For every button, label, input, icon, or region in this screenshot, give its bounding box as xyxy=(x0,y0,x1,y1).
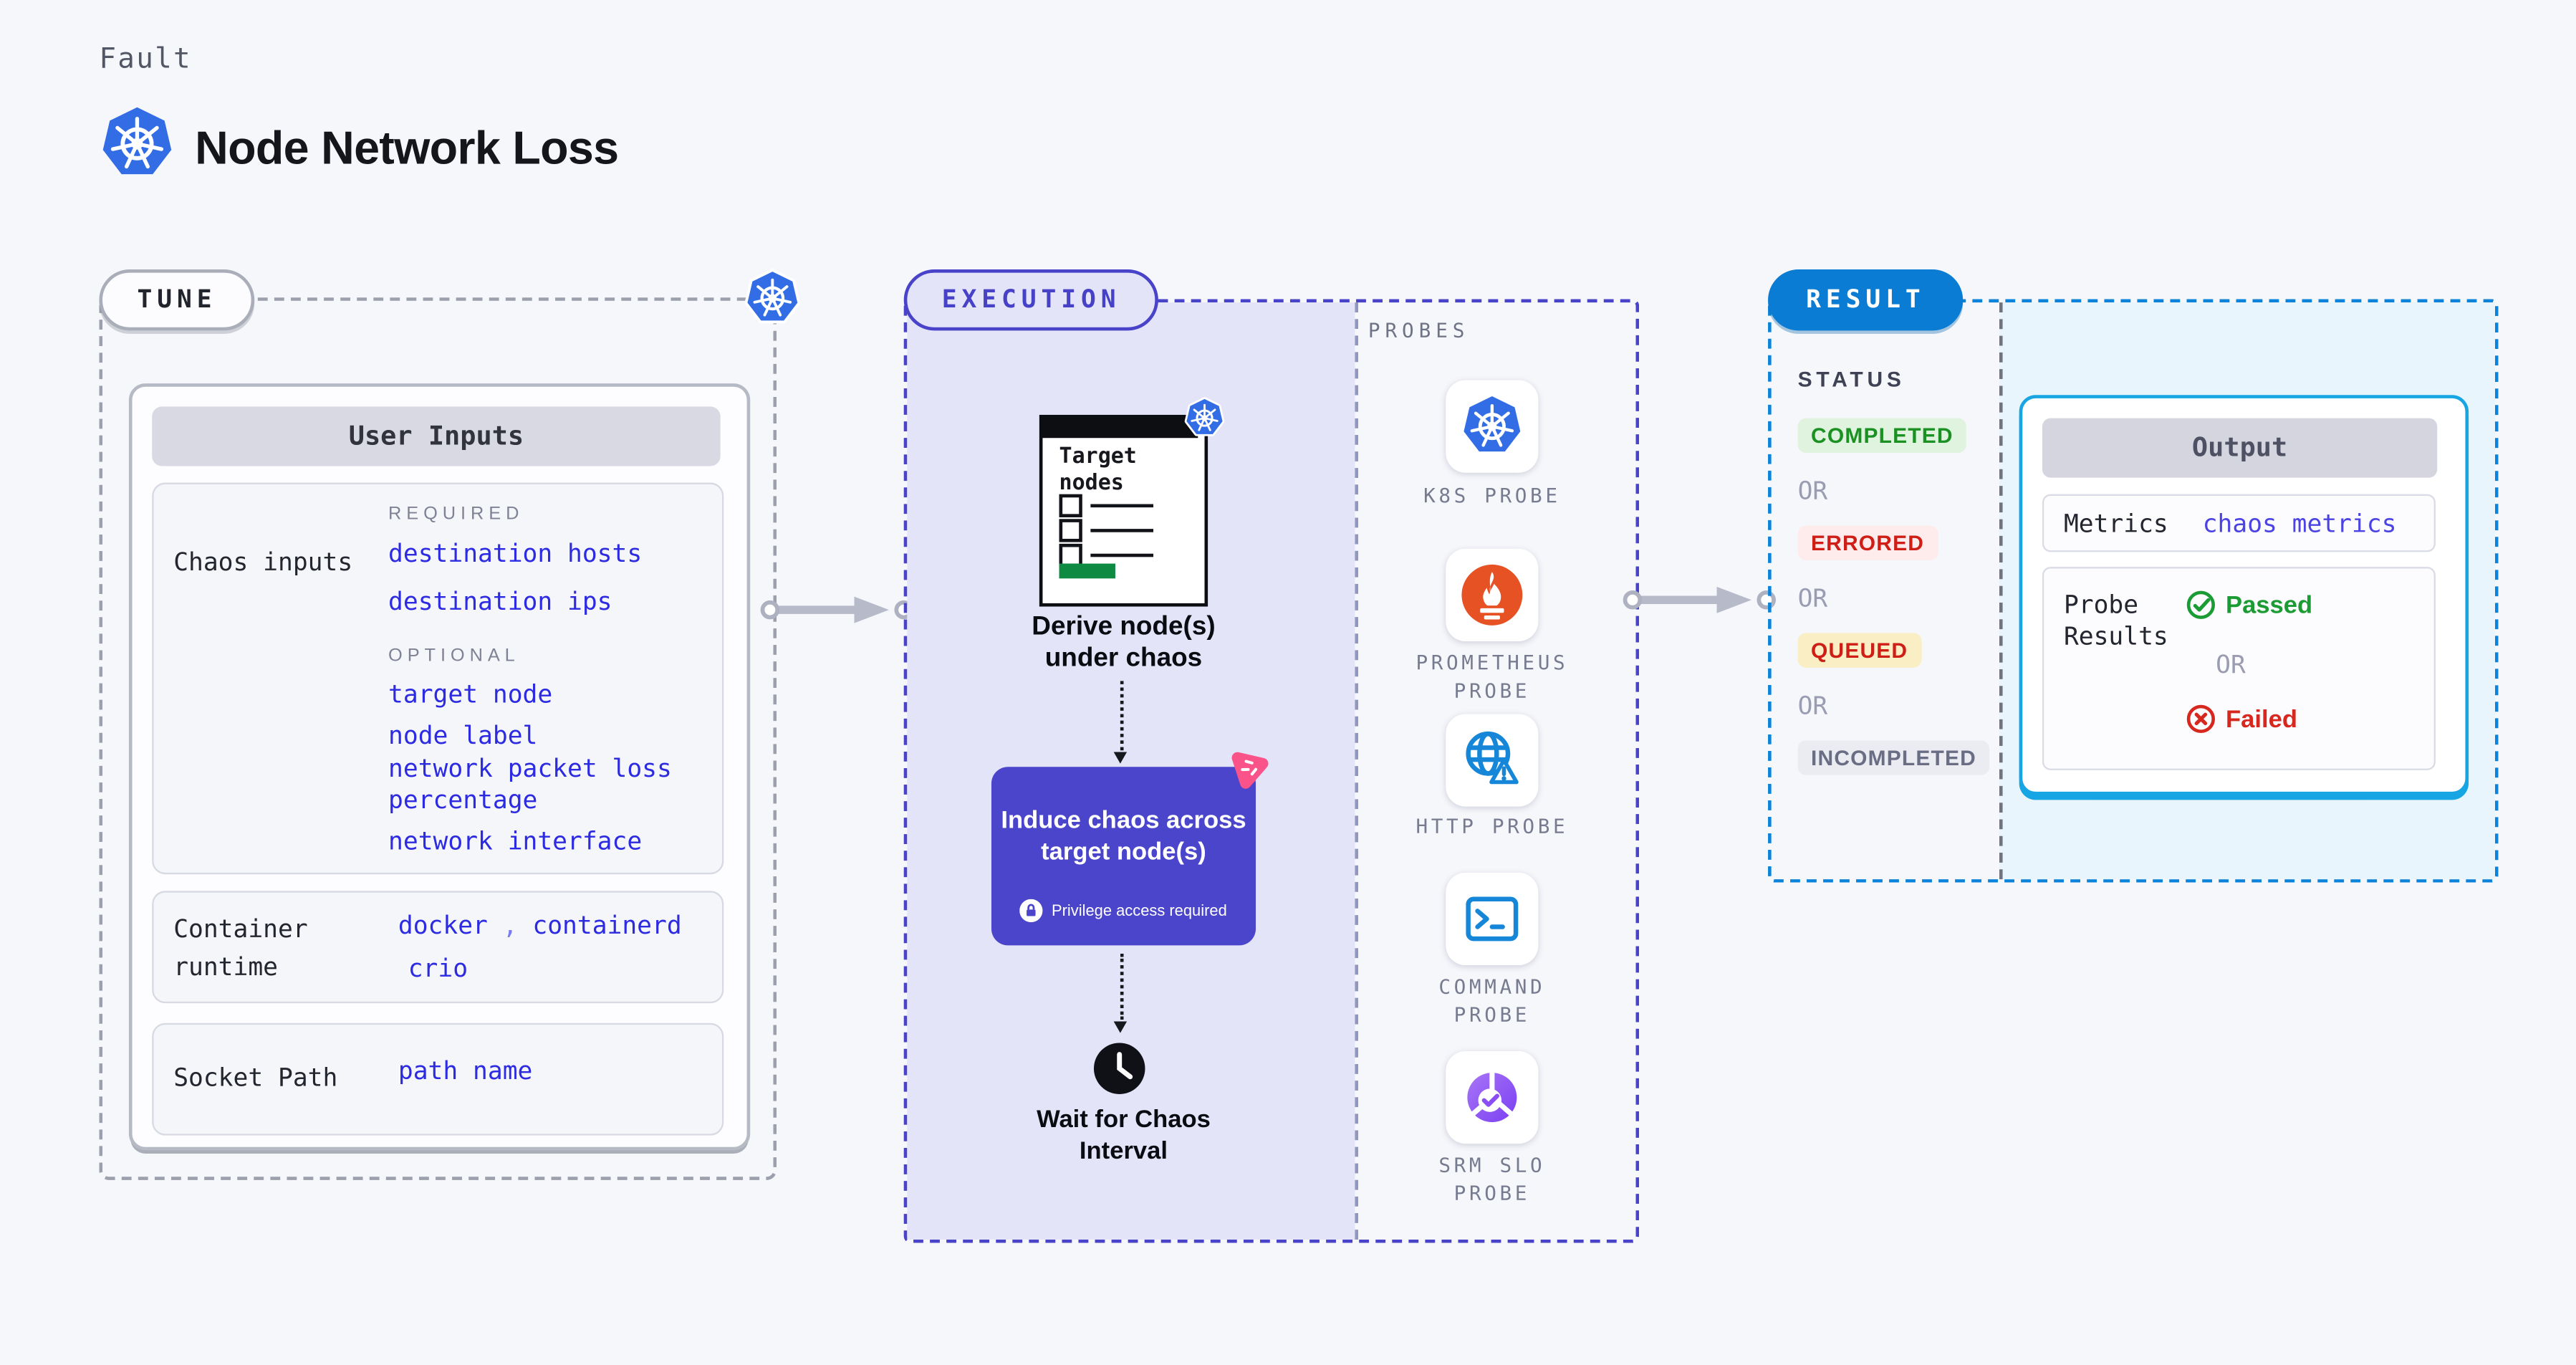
result-section-label: RESULT xyxy=(1768,269,1964,331)
or-label: OR xyxy=(1797,691,1828,721)
separator: , xyxy=(502,910,518,941)
status-badge-incompleted: INCOMPLETED xyxy=(1797,740,1990,775)
fault-kicker: Fault xyxy=(99,42,192,77)
param-link-network-packet-loss[interactable]: network packet loss percentage xyxy=(388,753,672,815)
param-link-docker[interactable]: docker xyxy=(398,910,488,941)
container-runtime-row: Container runtime docker , containerd cr… xyxy=(152,891,724,1004)
chaos-inputs-label: Chaos inputs xyxy=(173,547,353,578)
probe-label-http: HTTP PROBE xyxy=(1416,815,1569,838)
param-link-destination-hosts[interactable]: destination hosts xyxy=(388,538,643,569)
arrowhead-icon xyxy=(1113,752,1128,764)
kubernetes-icon xyxy=(1461,395,1524,458)
passed-label: Passed xyxy=(2225,590,2313,619)
socket-path-row: Socket Path path name xyxy=(152,1022,724,1136)
param-link-path-name[interactable]: path name xyxy=(398,1055,533,1086)
container-runtime-values: docker , containerd xyxy=(398,911,682,942)
srm-slo-probe-card xyxy=(1446,1050,1539,1144)
kubernetes-icon xyxy=(1181,395,1228,441)
or-label: OR xyxy=(1797,583,1828,613)
target-nodes-illustration: Target nodes xyxy=(1039,415,1208,607)
line xyxy=(1090,504,1154,508)
required-label: REQUIRED xyxy=(388,504,524,525)
param-link-crio[interactable]: crio xyxy=(408,953,468,984)
illustration-titlebar xyxy=(1041,416,1198,439)
status-badge-errored: ERRORED xyxy=(1797,525,1938,560)
terminal-icon xyxy=(1459,886,1525,952)
user-inputs-title: User Inputs xyxy=(152,406,721,466)
probe-results-row: Probe Results Passed OR Failed xyxy=(2042,567,2436,770)
failed-result: Failed xyxy=(2186,704,2297,734)
clock-icon xyxy=(1093,1043,1145,1094)
wait-chaos-label: Wait for Chaos Interval xyxy=(1037,1106,1211,1166)
chaos-inputs-row: Chaos inputs REQUIRED destination hosts … xyxy=(152,482,724,875)
execution-section-label: EXECUTION xyxy=(903,269,1159,331)
passed-result: Passed xyxy=(2186,590,2313,620)
output-title: Output xyxy=(2042,418,2438,478)
probe-label-command: COMMAND PROBE xyxy=(1438,974,1546,1027)
command-probe-card xyxy=(1446,872,1539,966)
globe-alert-icon xyxy=(1459,727,1525,793)
checkbox-icon xyxy=(1059,519,1082,542)
line xyxy=(1090,529,1154,532)
dotted-connector xyxy=(1120,953,1124,1020)
prometheus-probe-card xyxy=(1446,548,1539,641)
status-title: STATUS xyxy=(1797,367,1905,392)
or-label: OR xyxy=(1797,476,1828,506)
http-probe-card xyxy=(1446,714,1539,807)
probes-divider xyxy=(1355,302,1359,1240)
output-card: Output Metrics chaos metrics Probe Resul… xyxy=(2019,395,2469,795)
user-inputs-card: User Inputs Chaos inputs REQUIRED destin… xyxy=(128,383,751,1151)
param-link-network-interface[interactable]: network interface xyxy=(388,826,643,856)
derive-nodes-label: Derive node(s) under chaos xyxy=(1032,613,1216,673)
probe-label-k8s: K8S PROBE xyxy=(1423,484,1561,508)
param-link-containerd[interactable]: containerd xyxy=(532,910,682,941)
kubernetes-icon xyxy=(740,266,804,330)
param-link-target-node[interactable]: target node xyxy=(388,679,553,709)
lock-icon xyxy=(1020,899,1044,923)
dotted-connector xyxy=(1120,681,1124,751)
or-label: OR xyxy=(2216,649,2246,680)
probe-label-srm-slo: SRM SLO PROBE xyxy=(1438,1154,1546,1205)
metrics-label: Metrics xyxy=(2063,509,2168,539)
green-button-shape xyxy=(1059,563,1115,579)
socket-path-label: Socket Path xyxy=(173,1063,338,1093)
status-divider xyxy=(1999,302,2003,880)
optional-label: OPTIONAL xyxy=(388,646,520,666)
arrowhead-icon xyxy=(1113,1021,1128,1033)
probes-title: PROBES xyxy=(1368,319,1470,343)
kubernetes-icon xyxy=(99,106,175,182)
srm-slo-icon xyxy=(1456,1061,1528,1134)
tune-section-label: TUNE xyxy=(99,269,255,331)
page-title: Node Network Loss xyxy=(195,122,619,174)
param-link-destination-ips[interactable]: destination ips xyxy=(388,586,612,617)
target-nodes-title: Target nodes xyxy=(1059,444,1137,496)
prometheus-icon xyxy=(1461,564,1523,626)
checkbox-icon xyxy=(1059,494,1082,517)
tune-section-box xyxy=(99,297,777,1180)
metrics-value-link[interactable]: chaos metrics xyxy=(2202,509,2397,539)
privilege-label: Privilege access required xyxy=(1051,901,1227,920)
status-column: STATUS COMPLETED OR ERRORED OR QUEUED OR… xyxy=(1797,367,1996,798)
probe-label-prometheus: PROMETHEUS PROBE xyxy=(1416,651,1569,703)
probe-results-label: Probe Results xyxy=(2063,590,2168,651)
check-circle-icon xyxy=(2186,590,2215,619)
k8s-probe-card xyxy=(1446,380,1539,473)
line xyxy=(1090,553,1154,557)
status-badge-queued: QUEUED xyxy=(1797,633,1921,668)
failed-label: Failed xyxy=(2225,704,2298,733)
container-runtime-label: Container runtime xyxy=(173,914,308,982)
checkbox-row xyxy=(1059,494,1154,517)
induce-chaos-label: Induce chaos across target node(s) xyxy=(1001,806,1246,866)
privilege-row: Privilege access required xyxy=(991,899,1256,923)
flow-arrow xyxy=(1623,585,1777,616)
checkbox-row xyxy=(1059,519,1154,542)
x-circle-icon xyxy=(2186,704,2215,733)
litmus-chaos-icon xyxy=(1231,752,1269,789)
param-link-node-label[interactable]: node label xyxy=(388,720,538,751)
induce-chaos-step: Induce chaos across target node(s) Privi… xyxy=(991,752,1269,946)
metrics-row: Metrics chaos metrics xyxy=(2042,494,2436,552)
status-badge-completed: COMPLETED xyxy=(1797,418,1967,454)
flow-arrow xyxy=(760,595,914,625)
